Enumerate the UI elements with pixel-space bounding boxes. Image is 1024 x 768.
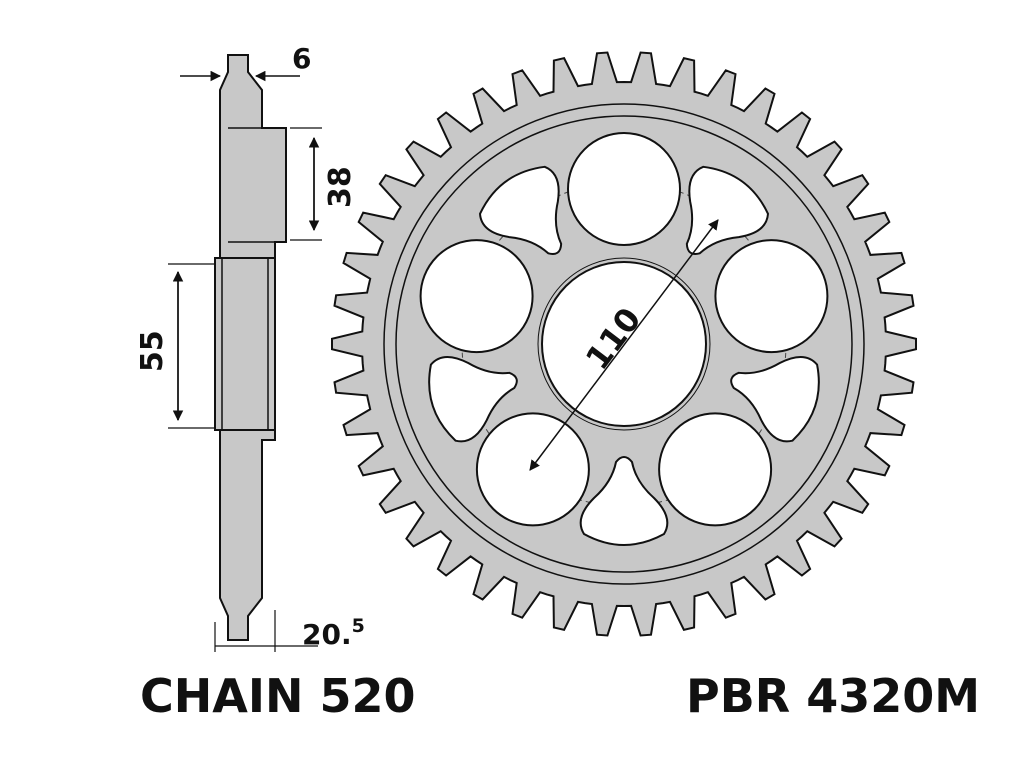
large-cutout-hole bbox=[714, 239, 829, 354]
large-cutout-hole bbox=[475, 412, 590, 527]
dim-tooth-width-label: 6 bbox=[292, 42, 311, 75]
sprocket-front-view: 110 bbox=[331, 51, 917, 637]
chain-label: CHAIN 520 bbox=[140, 669, 416, 723]
hub-face bbox=[214, 257, 276, 431]
large-cutout-hole bbox=[567, 132, 681, 246]
dim-tooth-width: 6 bbox=[180, 42, 311, 82]
dim-offset-sup: 5 bbox=[352, 615, 365, 637]
dim-offset-main: 20. bbox=[302, 618, 352, 651]
small-cutout-hole bbox=[428, 355, 518, 443]
large-cutout-hole bbox=[419, 239, 534, 354]
large-cutout-hole bbox=[658, 412, 773, 527]
dim-offset: 20.5 bbox=[214, 610, 365, 652]
dim-bolt-circle-arrow bbox=[529, 219, 719, 471]
part-number-label: PBR 4320M bbox=[686, 669, 980, 723]
dim-offset-label: 20.5 bbox=[302, 615, 365, 651]
small-cutout-hole bbox=[730, 355, 820, 443]
side-profile bbox=[214, 54, 287, 641]
dim-flange-height: 38 bbox=[290, 127, 358, 241]
outer-ring-line-2 bbox=[395, 115, 853, 573]
outer-ring-line-1 bbox=[383, 103, 865, 585]
dim-hub-height-label: 55 bbox=[135, 330, 170, 372]
dim-hub-height: 55 bbox=[135, 263, 214, 429]
dim-flange-height-label: 38 bbox=[323, 166, 358, 208]
